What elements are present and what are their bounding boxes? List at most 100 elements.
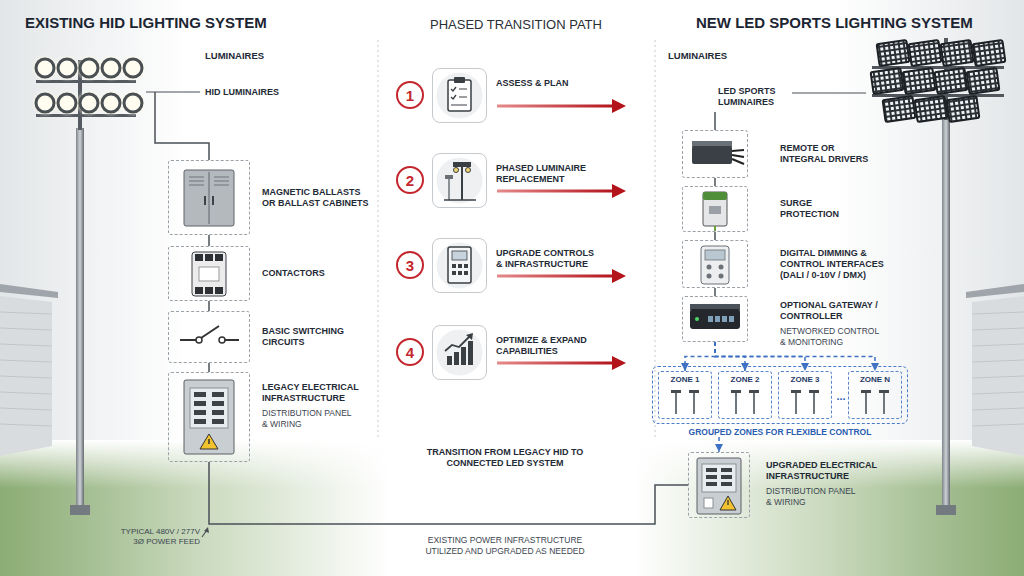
hid-pole xyxy=(53,54,81,82)
icon-frame xyxy=(682,130,748,178)
contactor-icon xyxy=(205,254,213,261)
led-pole xyxy=(903,68,936,94)
led-pole xyxy=(947,96,980,122)
step-icon xyxy=(461,166,463,200)
hid-pole xyxy=(80,94,98,112)
zone-label: ZONE 1 xyxy=(659,372,711,385)
ballast-cabinet-icon xyxy=(189,177,204,178)
led-pole xyxy=(909,40,942,66)
step-arrow xyxy=(497,275,613,278)
step-arrow xyxy=(497,105,613,108)
step-icon xyxy=(437,158,483,204)
zone-pole-icon xyxy=(753,393,755,414)
step-icon xyxy=(459,89,467,90)
box-heading: MAGNETIC BALLASTS OR BALLAST CABINETS xyxy=(262,187,372,209)
box-heading: LEGACY ELECTRICAL INFRASTRUCTURE xyxy=(262,382,372,404)
component-box: MAGNETIC BALLASTS OR BALLAST CABINETS xyxy=(168,160,372,235)
zone-group: GROUPED ZONES FOR FLEXIBLE CONTROLZONE 1… xyxy=(652,366,908,437)
hid-pole xyxy=(58,94,76,112)
zone-pole-icon xyxy=(861,390,871,393)
icon-frame xyxy=(168,372,250,462)
distribution-panel-icon xyxy=(212,401,224,406)
step-icon xyxy=(453,162,471,167)
switch-symbol xyxy=(180,326,239,343)
text-column: BASIC SWITCHING CIRCUITS xyxy=(262,326,372,348)
stadium-stands xyxy=(0,284,1024,456)
step-icon xyxy=(444,199,476,201)
hid-pole xyxy=(102,59,120,77)
distribution-panel-icon xyxy=(706,482,717,486)
distribution-panel-icon xyxy=(706,475,717,479)
step-icon xyxy=(445,336,470,351)
hid-pole xyxy=(75,89,103,117)
zone-pole-icon xyxy=(671,390,889,414)
led-pole xyxy=(967,68,1000,94)
column-heading: EXISTING HID LIGHTING SYSTEM xyxy=(25,14,345,32)
box-heading: OPTIONAL GATEWAY / CONTROLLER xyxy=(780,300,890,322)
callout-number: 1 xyxy=(406,88,414,103)
distribution-panel-icon xyxy=(190,388,228,428)
led-pole xyxy=(871,38,1006,515)
leader-line xyxy=(155,92,209,160)
hid-pole xyxy=(80,59,98,77)
zone-pole-icon xyxy=(749,390,759,393)
hid-pole xyxy=(58,59,76,77)
box-subtext: DISTRIBUTION PANEL & WIRING xyxy=(766,486,861,507)
hid-pole xyxy=(76,128,84,513)
zone-pole-icon xyxy=(795,393,797,414)
hid-pole xyxy=(70,505,90,515)
distribution-panel-icon xyxy=(721,475,732,479)
step-icon xyxy=(437,73,483,376)
distribution-panel-icon xyxy=(697,458,741,514)
switch-symbol xyxy=(180,339,196,341)
distribution-panel-icon xyxy=(720,496,736,510)
zone-label: ZONE 3 xyxy=(779,372,831,385)
connector xyxy=(714,232,716,240)
column-divider xyxy=(655,40,656,440)
distribution-panel-icon xyxy=(212,392,224,397)
column-divider xyxy=(378,40,655,440)
box-heading: PHASED LUMINAIRE REPLACEMENT xyxy=(496,163,600,185)
stadium-stands xyxy=(972,408,1024,410)
led-pole xyxy=(903,68,936,94)
background xyxy=(0,440,1024,488)
led-pole xyxy=(915,96,948,122)
icon-frame xyxy=(432,325,487,380)
text-column: OPTIMIZE & EXPAND CAPABILITIES xyxy=(496,335,600,357)
distribution-panel-icon xyxy=(194,401,206,406)
led-pole xyxy=(947,96,980,122)
step-arrow xyxy=(497,190,613,193)
step-icon xyxy=(451,95,456,99)
column-heading: NEW LED SPORTS LIGHTING SYSTEM xyxy=(696,14,1016,32)
hid-pole xyxy=(75,54,103,82)
zone-pole-icon xyxy=(731,390,741,393)
callout-number: 2 xyxy=(406,173,414,188)
column-heading: PHASED TRANSITION PATH xyxy=(430,17,620,33)
step-icon xyxy=(451,105,467,106)
gateway-icon xyxy=(729,316,734,322)
icon-frame xyxy=(168,246,250,301)
ballast-cabinet-icon xyxy=(214,177,229,178)
led-pole xyxy=(941,40,974,66)
box-subtext: NETWORKED CONTROL & MONITORING xyxy=(780,326,883,347)
stadium-stands xyxy=(966,284,1024,298)
led-pole xyxy=(883,96,916,122)
leader-line xyxy=(792,92,866,93)
step-icon xyxy=(452,251,467,260)
ellipsis: ... xyxy=(832,390,850,402)
distribution-panel-icon xyxy=(208,439,210,444)
step-icon xyxy=(448,80,471,111)
callout-number: 4 xyxy=(406,345,414,360)
step-number: 2 xyxy=(396,166,424,194)
step-icon xyxy=(437,73,483,119)
step-box: ASSESS & PLAN xyxy=(432,68,600,123)
icon-frame xyxy=(432,68,487,123)
hid-pole xyxy=(124,94,142,112)
component-box: UPGRADED ELECTRICAL INFRASTRUCTUREDISTRI… xyxy=(688,452,886,518)
hid-pole xyxy=(97,54,125,82)
zone-label: ZONE 2 xyxy=(719,372,771,385)
surge-protector-icon xyxy=(709,206,721,214)
zone-pole-icon xyxy=(865,393,867,414)
step-arrow xyxy=(612,269,626,283)
